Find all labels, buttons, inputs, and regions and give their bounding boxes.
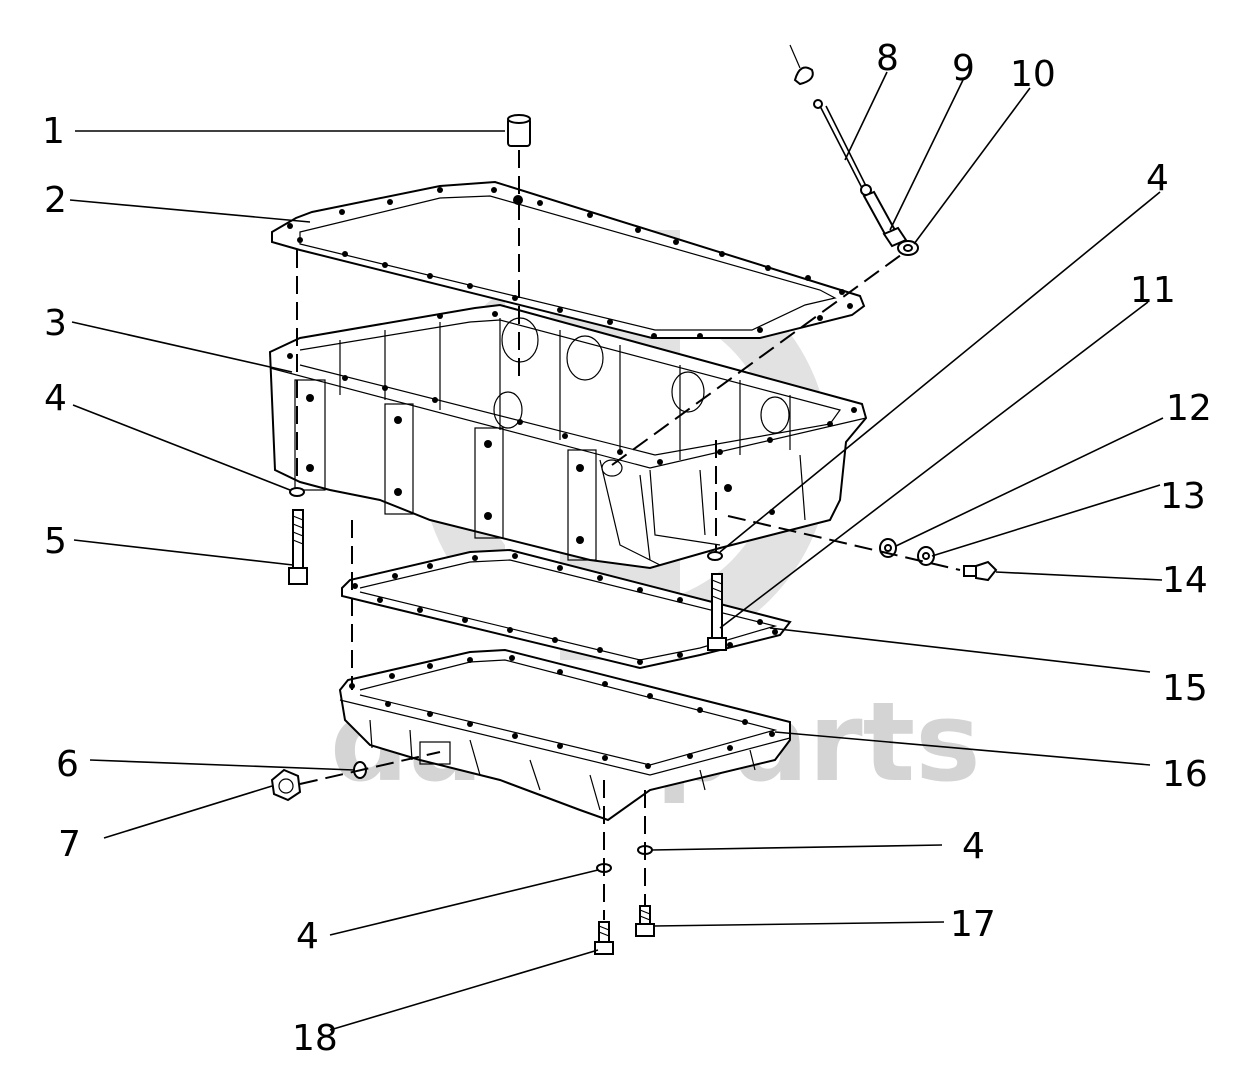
part-dipstick-seal (897, 240, 919, 256)
part-bolt-long-left (288, 509, 308, 585)
callout-labels: 1 2 3 4 5 6 7 8 9 10 4 11 12 13 14 15 16… (42, 38, 1212, 1059)
part-sleeve (507, 114, 531, 147)
callout-8: 8 (876, 38, 899, 79)
callout-5: 5 (44, 521, 67, 562)
part-dipstick-tube (862, 190, 908, 248)
callout-4-top-right: 4 (1146, 158, 1169, 199)
callout-16: 16 (1162, 754, 1208, 795)
callout-11: 11 (1130, 270, 1176, 311)
part-drain-plug-side (963, 560, 998, 582)
callout-6: 6 (56, 744, 79, 785)
callout-4-left: 4 (44, 378, 67, 419)
callout-17: 17 (950, 904, 996, 945)
part-stud-bolt (707, 573, 727, 651)
part-upper-gasket (271, 180, 866, 339)
callout-12: 12 (1166, 388, 1212, 429)
part-washer-right (707, 551, 723, 561)
part-washer-13 (917, 546, 935, 566)
callout-2: 2 (44, 180, 67, 221)
callout-10: 10 (1010, 54, 1056, 95)
callout-1: 1 (42, 111, 65, 152)
assembly-axes (296, 150, 961, 920)
callout-4-bottom-left: 4 (296, 916, 319, 957)
callout-7: 7 (58, 824, 81, 865)
callout-3: 3 (44, 303, 67, 344)
callout-4-bottom-right: 4 (962, 826, 985, 867)
leader-lines (69, 71, 1164, 1031)
callout-14: 14 (1162, 560, 1208, 601)
part-lower-gasket (341, 548, 792, 670)
part-bolt-bottom-left (594, 921, 614, 955)
callout-13: 13 (1160, 476, 1206, 517)
callout-9: 9 (952, 48, 975, 89)
part-washer-left (289, 487, 305, 497)
part-drain-plug (270, 768, 302, 802)
part-lower-sump (338, 648, 791, 822)
part-washer-12 (879, 538, 897, 558)
callout-15: 15 (1162, 668, 1208, 709)
part-bolt-bottom-right (635, 905, 655, 937)
callout-18: 18 (292, 1018, 338, 1059)
part-dipstick (789, 44, 872, 196)
